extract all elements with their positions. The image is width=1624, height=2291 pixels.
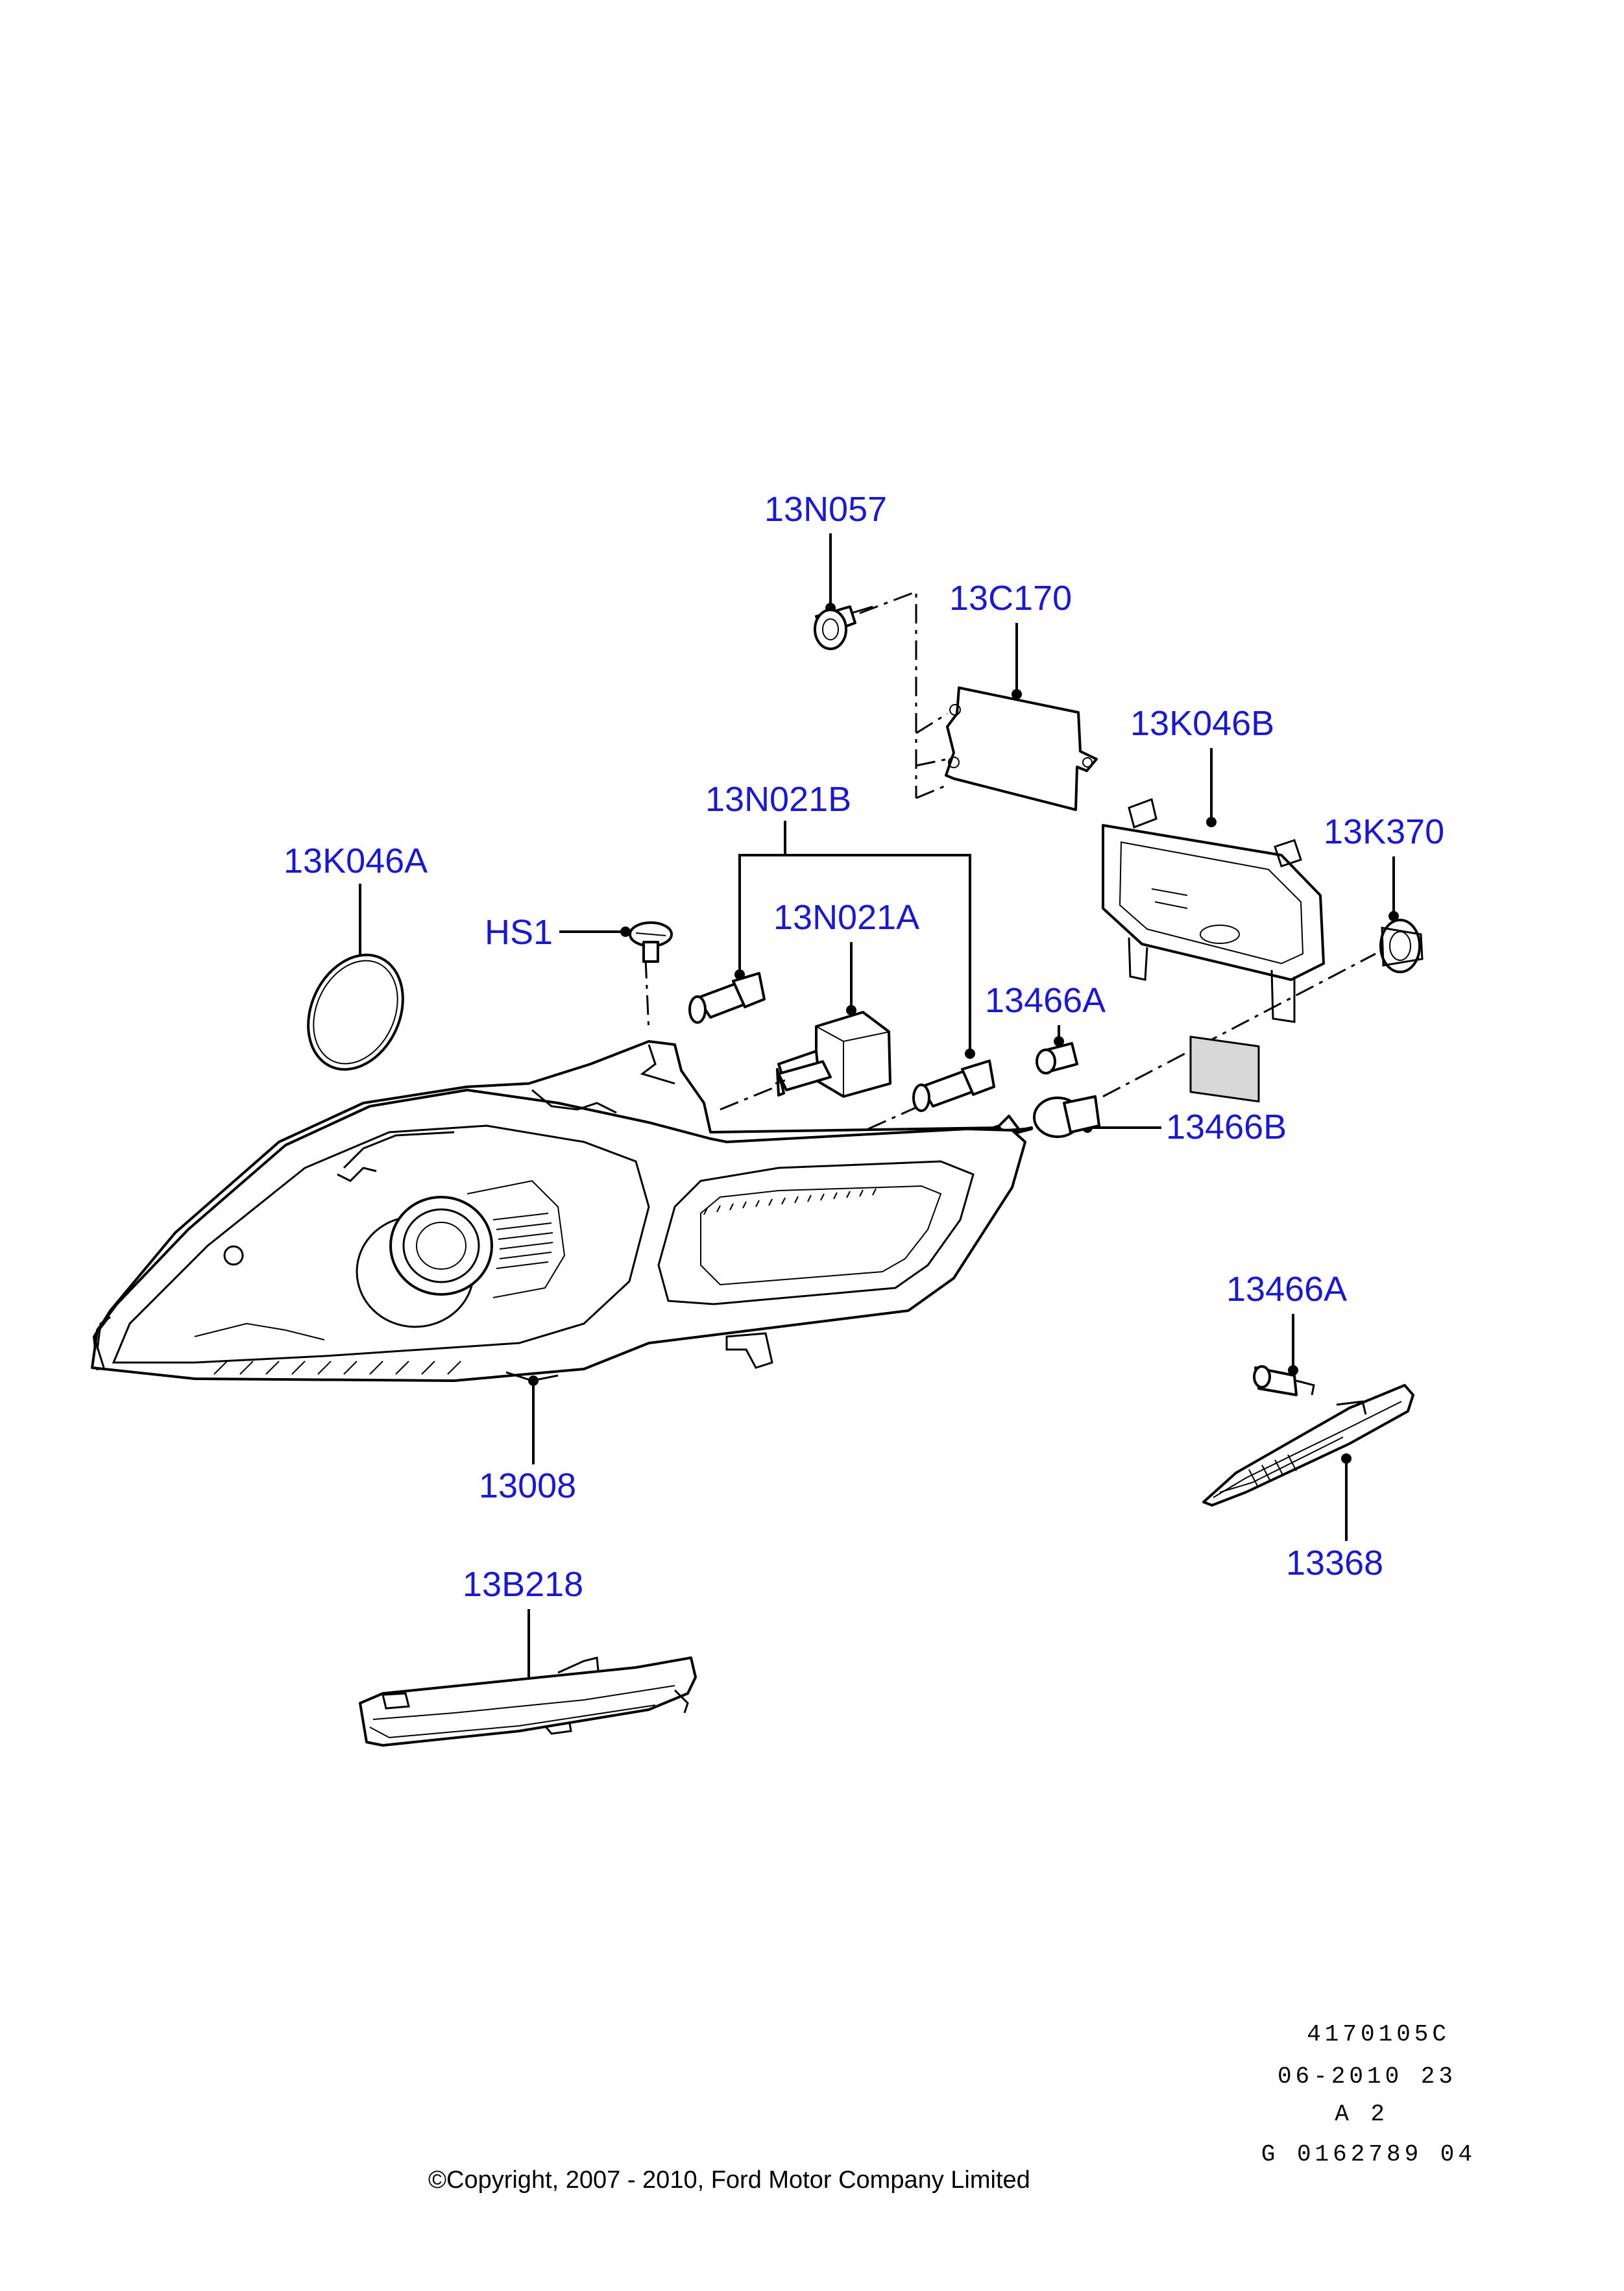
ref-line-4: G 0162789 04 <box>1261 2141 1476 2168</box>
lower-lens-hatch <box>213 1361 461 1375</box>
side-repeater-13368 <box>1202 1384 1414 1507</box>
callout-13K046A[interactable]: 13K046A <box>284 842 428 880</box>
ref-line-2: 06-2010 23 <box>1278 2063 1457 2090</box>
callout-HS1[interactable]: HS1 <box>485 913 553 952</box>
callout-13466A-side[interactable]: 13466A <box>1226 1270 1347 1309</box>
ref-line-1: 4170105C <box>1307 2021 1450 2048</box>
callout-13008[interactable]: 13008 <box>479 1466 576 1505</box>
copyright-text: ©Copyright, 2007 - 2010, Ford Motor Comp… <box>428 2166 1030 2194</box>
screw-13N057 <box>814 605 873 650</box>
bulb-13466B <box>1033 1095 1100 1138</box>
callout-13C170[interactable]: 13C170 <box>949 579 1072 618</box>
bulb-socket-13K370 <box>1379 919 1424 973</box>
callout-13N021A[interactable]: 13N021A <box>773 898 919 937</box>
callout-13K370[interactable]: 13K370 <box>1324 812 1444 851</box>
cover-plate-13C170 <box>945 686 1098 811</box>
headlamp-13008 <box>91 1040 1033 1382</box>
projector-fins <box>492 1213 553 1269</box>
lamp-13B218 <box>359 1656 697 1747</box>
bulb-13N021A <box>775 1011 891 1098</box>
bulb-13N021B-left <box>688 972 766 1024</box>
bulb-13N021B-right <box>912 1060 995 1112</box>
bulb-13466A-top <box>1036 1042 1078 1074</box>
callout-13K046B[interactable]: 13K046B <box>1130 704 1274 743</box>
callout-13466B[interactable]: 13466B <box>1166 1108 1287 1146</box>
ballast-housing-13K046B <box>1102 798 1325 1103</box>
callout-13368[interactable]: 13368 <box>1286 1544 1383 1582</box>
drawing-reference-block: 4170105C 06-2010 23 A 2 G 0162789 04 <box>1261 2021 1476 2168</box>
cap-13K046A <box>307 953 404 1071</box>
headlamp-vents <box>703 1188 877 1215</box>
screw-HS1 <box>629 921 673 963</box>
callout-13B218[interactable]: 13B218 <box>463 1565 583 1604</box>
callout-13466A-top[interactable]: 13466A <box>985 981 1106 1020</box>
callout-13N021B[interactable]: 13N021B <box>705 780 851 819</box>
ref-line-3: A 2 <box>1335 2101 1388 2127</box>
callout-13N057[interactable]: 13N057 <box>764 490 887 529</box>
bulb-13466A-side <box>1253 1365 1315 1396</box>
